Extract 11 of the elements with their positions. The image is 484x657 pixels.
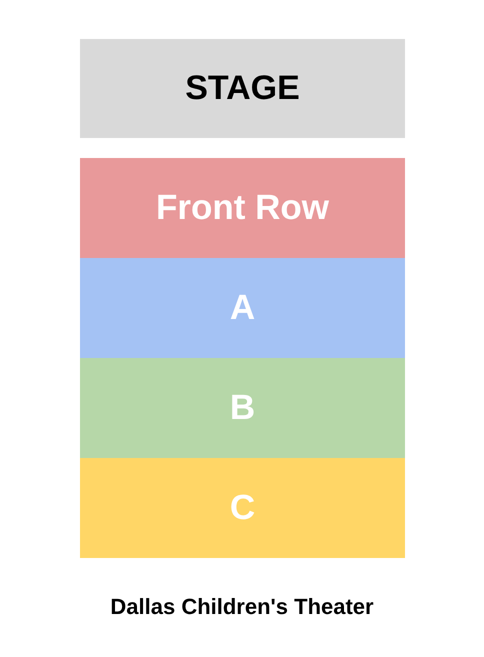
section-label: B (230, 388, 256, 428)
stage-area (80, 39, 405, 138)
caption: Dallas Children's Theater (109, 594, 375, 620)
section-label: Front Row (156, 188, 330, 228)
section-label: STAGE (185, 69, 300, 108)
seating-section (80, 258, 405, 358)
seating-section (80, 358, 405, 458)
seating-section (80, 458, 405, 558)
section-label: C (230, 488, 256, 528)
seating-section (80, 158, 405, 258)
section-label: A (230, 288, 256, 328)
